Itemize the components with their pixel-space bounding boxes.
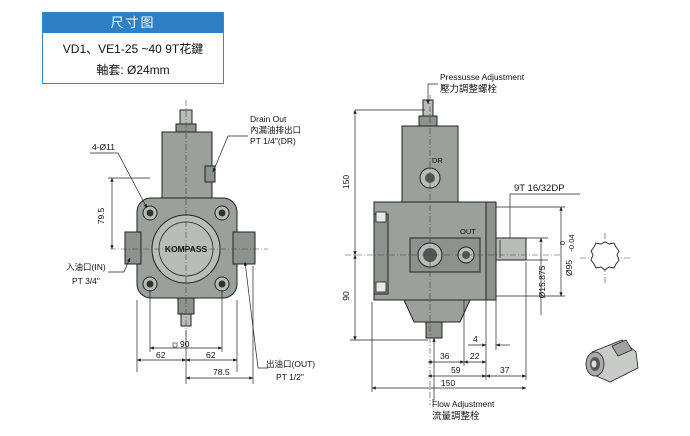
spec-box: 尺寸图 VD1、VE1-25 ~40 9T花鍵 軸套: Ø24mm — [42, 12, 224, 84]
inlet-pt: PT 3/4" — [72, 276, 100, 286]
side-bolt-2 — [375, 281, 387, 293]
dim-150-h: 150 — [441, 378, 455, 388]
dim-95-tol-upper: 0 — [558, 241, 567, 245]
dim-62-right: 62 — [206, 350, 216, 360]
dim-22: 22 — [470, 351, 480, 361]
dim-59: 59 — [451, 365, 461, 375]
side-bolt-1 — [375, 211, 387, 223]
front-view: KOMPASS 4-Ø11 Drain Out 內漏油排出口 PT 1/4"(D… — [66, 100, 315, 384]
mount-hole-br — [214, 276, 230, 292]
spline-profile — [590, 241, 620, 271]
dim-90-v: 90 — [341, 291, 351, 301]
drain-label-en: Drain Out — [250, 114, 287, 124]
side-shaft — [495, 237, 527, 261]
drain-pt: PT 1/4"(DR) — [250, 136, 296, 146]
drain-label-zh: 內漏油排出口 — [250, 125, 301, 135]
spec-model: VD1、VE1-25 ~40 9T花鍵 — [62, 42, 204, 56]
mount-hole-bl — [142, 276, 158, 292]
port-dr-label: DR — [432, 156, 443, 165]
dim-36: 36 — [440, 351, 450, 361]
flow-label-zh: 流量調整栓 — [432, 410, 480, 422]
pressure-label-zh: 壓力調整螺栓 — [440, 83, 498, 95]
drain-port — [204, 165, 216, 183]
spline-end-view — [580, 233, 630, 283]
dim-78-5: 78.5 — [213, 367, 230, 377]
dim-95-tol-lower: -0.04 — [567, 234, 576, 251]
spec-shaft: 軸套: Ø24mm — [96, 63, 170, 77]
coupling-iso — [585, 339, 639, 383]
outlet-pt: PT 1/2" — [276, 372, 304, 382]
side-lower-housing — [403, 299, 471, 323]
dim-62-left: 62 — [156, 350, 166, 360]
dim-15-875: Ø15.875 — [537, 265, 547, 298]
spec-title: 尺寸图 — [43, 13, 223, 33]
spline-label: 9T 16/32DP — [514, 183, 565, 194]
dim-79-5: 79.5 — [96, 207, 106, 224]
inlet-label: 入油口(IN) — [66, 262, 106, 272]
port-out-label: OUT — [460, 227, 476, 236]
dim-90: 90 — [180, 339, 190, 349]
dim-95: Ø95 — [564, 260, 574, 276]
mount-hole-tl — [142, 205, 158, 221]
dim-4: 4 — [473, 334, 478, 344]
side-flow-adjuster — [425, 321, 443, 339]
flow-label-en: Flow Adjustment — [432, 399, 495, 409]
side-flange — [485, 201, 497, 301]
side-view: DR OUT Pressusse Adjustment 壓力調整螺栓 150 — [341, 72, 580, 422]
pressure-label-en: Pressusse Adjustment — [440, 72, 525, 82]
inlet-boss — [124, 231, 142, 265]
outlet-boss — [232, 231, 256, 265]
hole-label: 4-Ø11 — [92, 142, 115, 152]
dim-37: 37 — [500, 365, 510, 375]
mount-hole-tr — [214, 205, 230, 221]
dim-150-v: 150 — [341, 175, 351, 189]
outlet-label: 出油口(OUT) — [266, 359, 315, 369]
